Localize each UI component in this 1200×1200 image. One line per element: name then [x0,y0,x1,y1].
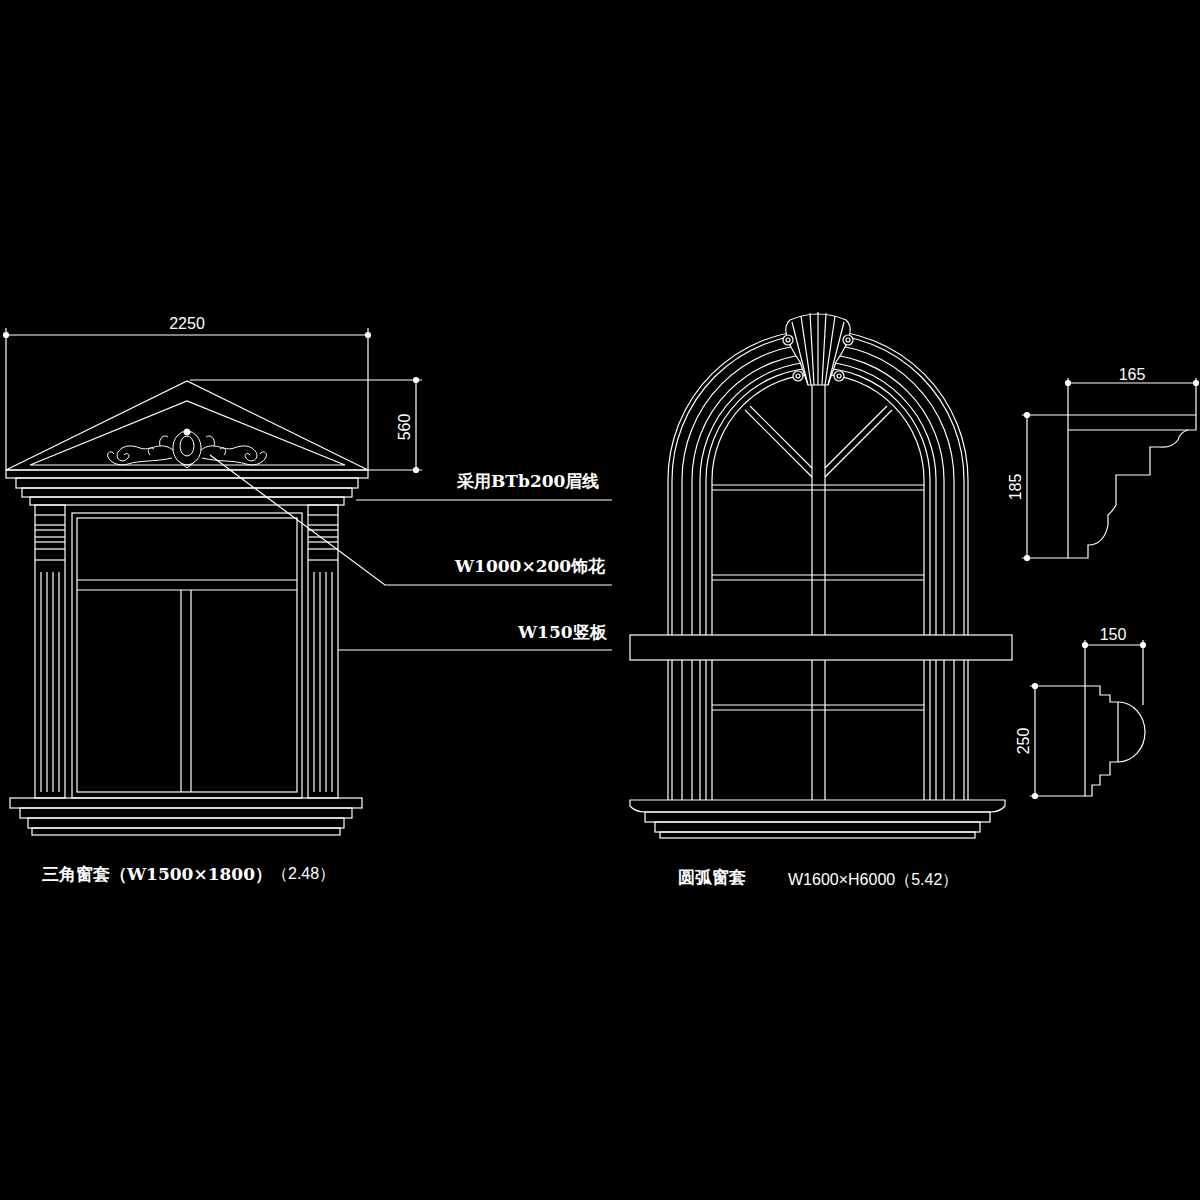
dimension: 185 [1008,474,1024,501]
figure-caption: 三角窗套（W1500×1800） [42,866,272,883]
figure-size: W1600×H6000（5.42） [788,872,958,888]
shell-keystone [783,312,853,385]
callout-label: W150竖板 [518,624,607,641]
ornament [108,429,267,468]
callout-label: 采用BTb200眉线 [457,473,599,490]
callout-label: W1000×200饰花 [455,558,605,575]
triangle-window [4,328,613,835]
dimension: 2250 [169,316,205,332]
figure-caption: 圆弧窗套 [678,869,746,886]
arch-window [630,312,1012,838]
band-profile [1030,640,1146,799]
dimension: 165 [1119,367,1146,383]
cornice-profile [1022,378,1199,561]
dimension: 560 [397,414,413,441]
dimension: 250 [1016,728,1032,755]
fluting [41,572,332,792]
figure-scale: （2.48） [272,866,335,882]
dimension: 150 [1100,627,1127,643]
